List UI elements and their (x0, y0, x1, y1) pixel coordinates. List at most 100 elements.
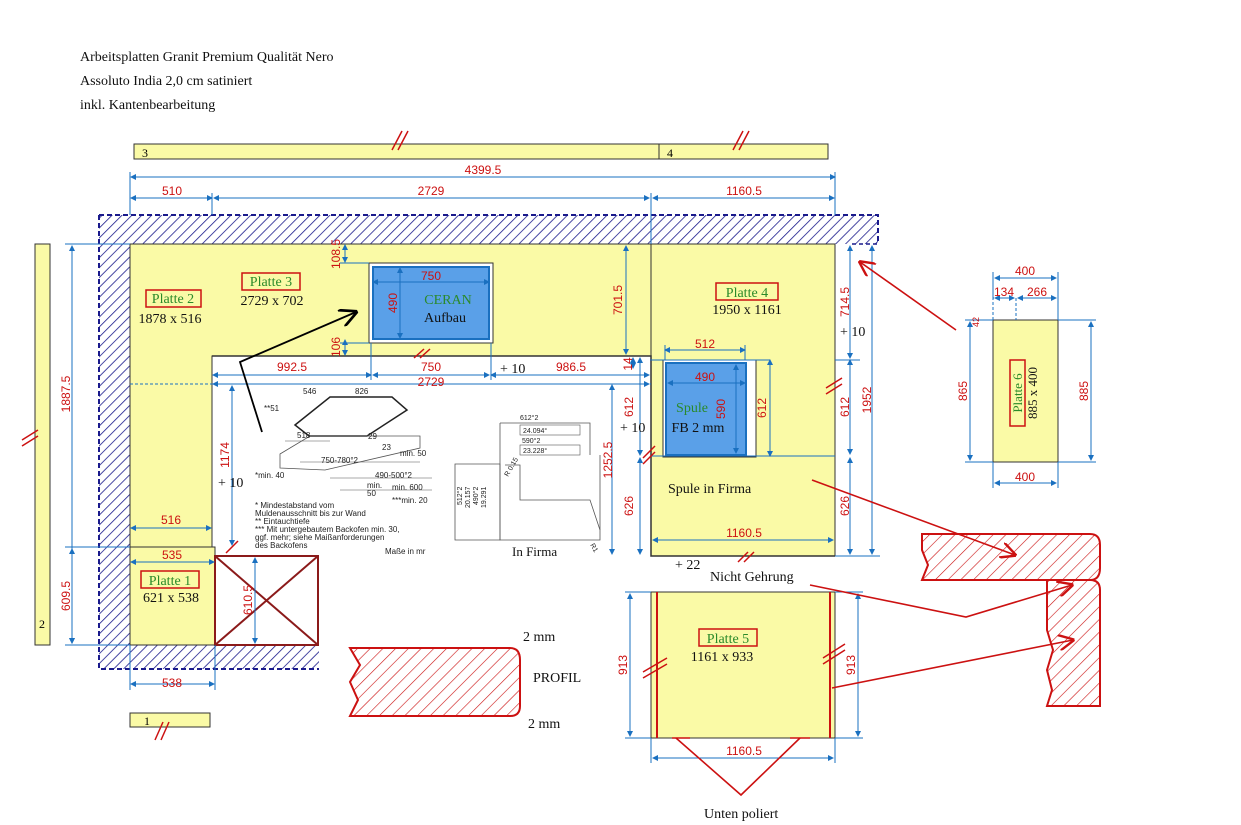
dim-42: 42 (971, 317, 981, 327)
plate-2-name: Platte 2 (152, 292, 194, 307)
svg-text:min.: min. (367, 481, 382, 490)
svg-text:826: 826 (355, 387, 369, 396)
svg-text:512°2: 512°2 (456, 487, 464, 505)
svg-text:Muldenausschnitt bis zur Wand: Muldenausschnitt bis zur Wand (255, 509, 366, 518)
dim-865: 865 (956, 381, 970, 401)
header-line-2: Assoluto India 2,0 cm satiniert (80, 74, 253, 89)
ceran-label: CERAN (424, 293, 471, 308)
sink-cutout: Spule FB 2 mm (662, 359, 757, 458)
ceran-cutout: CERAN Aufbau (368, 262, 494, 344)
dim-400-top: 400 (1015, 264, 1035, 278)
dim-986-5: 986.5 (556, 360, 586, 374)
note-nicht-gehrung: Nicht Gehrung (710, 570, 794, 585)
plate-6-name: Platte 6 (1010, 373, 1025, 413)
dim-1887-5: 1887.5 (59, 375, 73, 412)
plate-1-size: 621 x 538 (143, 591, 199, 606)
dim-626-right: 626 (838, 496, 852, 516)
plate-3-name: Platte 3 (250, 275, 292, 290)
note-spule-firma: Spule in Firma (668, 482, 752, 497)
svg-text:24.094°: 24.094° (523, 427, 547, 435)
strip-3 (133, 143, 660, 160)
dim-590: 590 (714, 399, 728, 419)
dim-714-5: 714.5 (838, 287, 852, 317)
strip-3-label: 3 (142, 146, 148, 160)
svg-text:* Mindestabstand vom: * Mindestabstand vom (255, 501, 334, 510)
svg-text:546: 546 (303, 387, 317, 396)
hob-sketch: 546 826 **51 518 29 23 min. 50 750-780°2… (255, 387, 432, 556)
sink-label: Spule (676, 401, 708, 416)
svg-text:29: 29 (368, 432, 377, 441)
strips: 1 2 3 4 (21, 130, 829, 741)
svg-text:20.157: 20.157 (465, 486, 472, 508)
svg-text:612°2: 612°2 (520, 414, 538, 422)
note-in-firma: In Firma (512, 544, 557, 559)
dim-14: 14 (621, 357, 635, 371)
dim-538: 538 (162, 676, 182, 690)
svg-text:590°2: 590°2 (522, 437, 540, 445)
dim-1160-p5: 1160.5 (726, 744, 762, 758)
svg-text:Maße in mr: Maße in mr (385, 547, 426, 556)
dim-750-b: 750 (421, 360, 441, 374)
oven-box (214, 555, 319, 646)
plate-6-size: 885 x 400 (1025, 367, 1040, 419)
note-plus22: + 22 (675, 558, 700, 573)
svg-text:23.228°: 23.228° (523, 447, 547, 455)
svg-text:** Eintauchtiefe: ** Eintauchtiefe (255, 517, 310, 526)
svg-text:min. 50: min. 50 (400, 449, 427, 458)
dim-total: 4399.5 (465, 163, 502, 177)
svg-text:***min. 20: ***min. 20 (392, 496, 428, 505)
svg-text:min. 600: min. 600 (392, 483, 423, 492)
dim-106: 106 (329, 337, 343, 357)
dim-1252-5: 1252.5 (601, 441, 615, 478)
svg-text:23: 23 (382, 443, 391, 452)
dim-535: 535 (162, 548, 182, 562)
notes: + 10 + 10 + 10 + 10 + 22 Spule in Firma … (218, 325, 865, 822)
ceran-sublabel: Aufbau (424, 311, 466, 326)
dim-701-5: 701.5 (611, 285, 625, 315)
sink-sublabel: FB 2 mm (672, 421, 725, 436)
dim-610-5: 610.5 (241, 585, 255, 615)
dim-2729-mid: 2729 (418, 375, 445, 389)
dim-612-right: 612 (838, 397, 852, 417)
dim-913-right: 913 (844, 655, 858, 675)
dim-516: 516 (161, 513, 181, 527)
dim-490-sink: 490 (695, 370, 715, 384)
dim-913-left: 913 (616, 655, 630, 675)
plate-4-name: Platte 4 (726, 286, 768, 301)
svg-text:50: 50 (367, 489, 376, 498)
plate-1-name: Platte 1 (149, 574, 191, 589)
dim-609-5: 609.5 (59, 581, 73, 611)
svg-text:ggf. mehr; siehe Maißanforderu: ggf. mehr; siehe Maißanforderungen (255, 533, 384, 542)
svg-text:490°2: 490°2 (472, 487, 480, 505)
dim-2729-top: 2729 (418, 184, 445, 198)
strip-4 (658, 143, 829, 160)
pointer-arrow (238, 312, 356, 433)
plate-5-size: 1161 x 933 (691, 650, 753, 665)
dim-1160-sink: 1160.5 (726, 526, 762, 540)
strip-2 (34, 243, 51, 646)
note-unten-poliert: Unten poliert (704, 807, 778, 822)
dim-134: 134 (994, 285, 1014, 299)
dim-510: 510 (162, 184, 182, 198)
header-line-1: Arbeitsplatten Granit Premium Qualität N… (80, 50, 334, 65)
dim-612-sink: 612 (755, 398, 769, 418)
dim-885: 885 (1077, 381, 1091, 401)
svg-text:**51: **51 (264, 404, 280, 413)
svg-text:*** Mit untergebautem Backofen: *** Mit untergebautem Backofen min. 30, (255, 525, 400, 534)
plate-labels: Platte 2 1878 x 516 Platte 3 2729 x 702 … (139, 272, 1040, 665)
note-profil: PROFIL (533, 671, 581, 686)
svg-text:*min. 40: *min. 40 (255, 471, 285, 480)
svg-text:des Backofens: des Backofens (255, 541, 307, 550)
dim-1174: 1174 (218, 442, 232, 468)
note-plus10-d: + 10 (218, 476, 243, 491)
red-arrows (672, 262, 1073, 797)
note-plus10-a: + 10 (500, 362, 525, 377)
dim-992-5: 992.5 (277, 360, 307, 374)
svg-text:518: 518 (297, 431, 311, 440)
note-plus10-c: + 10 (840, 325, 865, 340)
strip-4-label: 4 (667, 146, 673, 160)
dim-1160-top: 1160.5 (726, 184, 762, 198)
svg-text:490-500°2: 490-500°2 (375, 471, 413, 480)
strip-1-label: 1 (144, 714, 150, 728)
note-2mm-top: 2 mm (523, 630, 555, 645)
